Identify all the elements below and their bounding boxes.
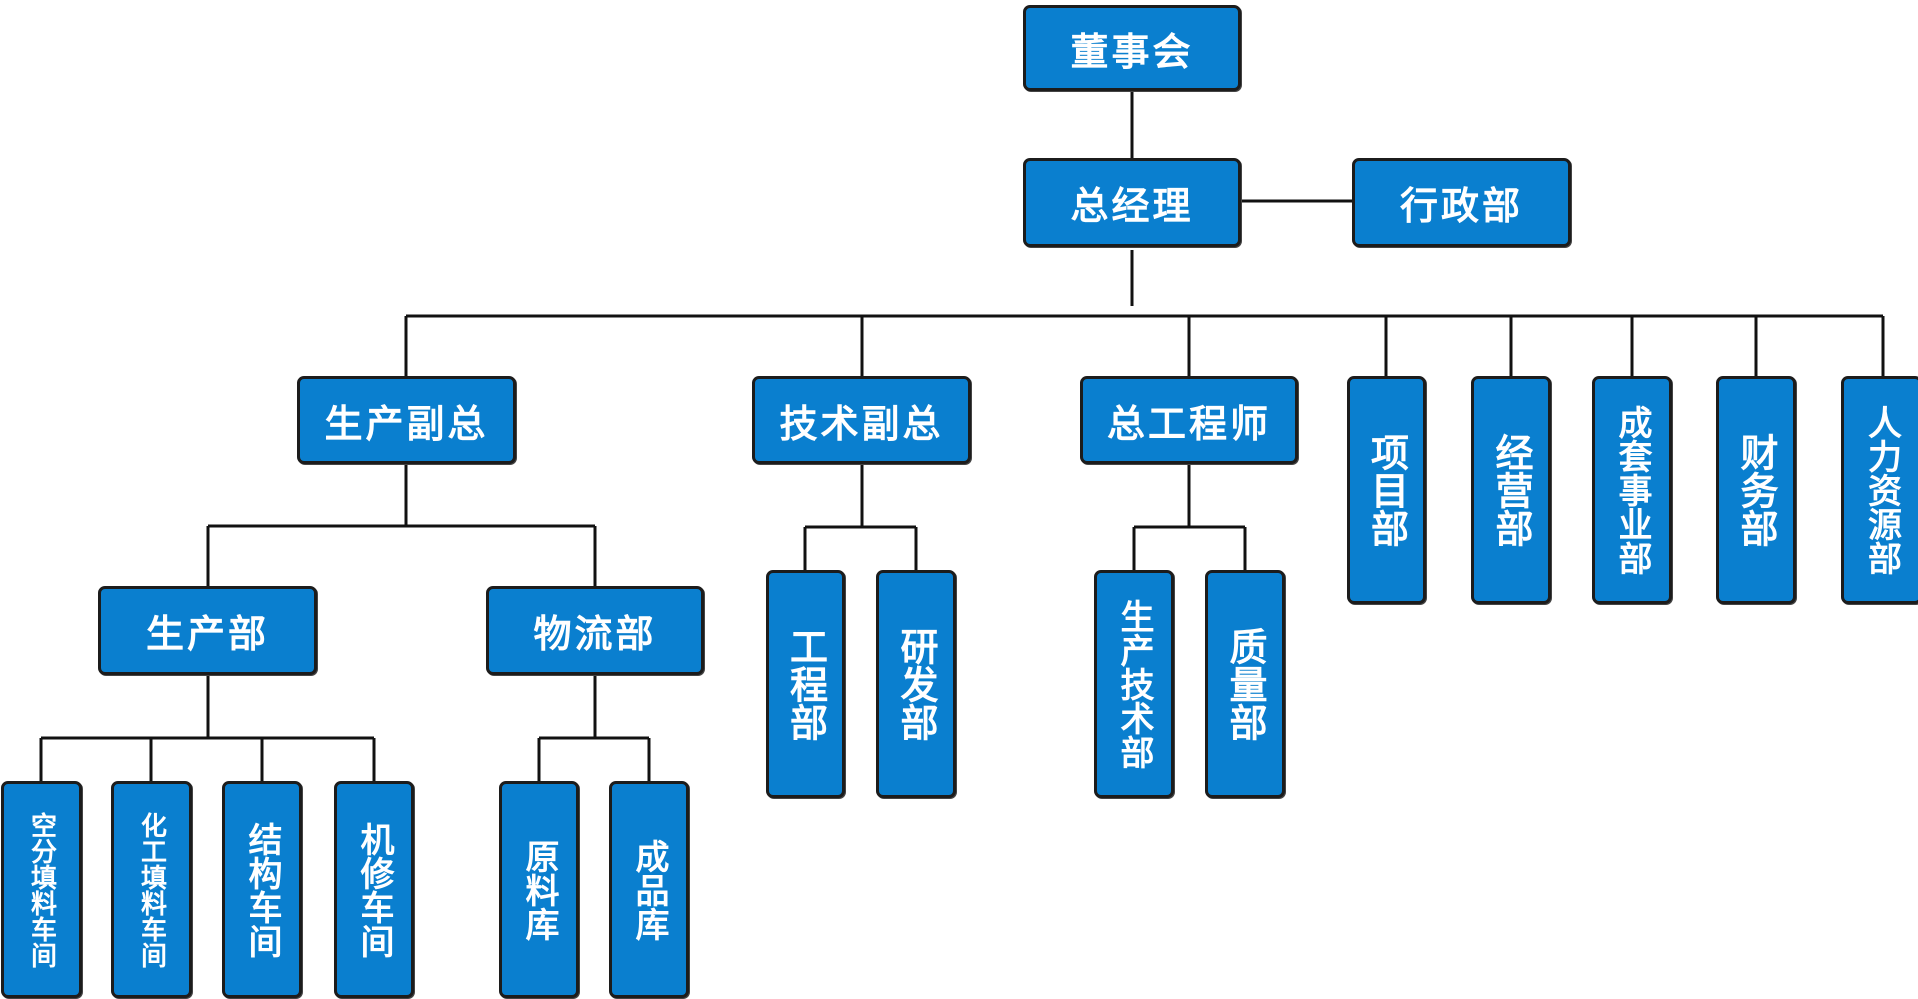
node-general-manager: 总经理 bbox=[1023, 158, 1241, 247]
node-chief-engineer: 总工程师 bbox=[1080, 376, 1298, 464]
node-logistics-dept: 物流部 bbox=[486, 586, 704, 675]
node-production-tech-dept: 生产技术部 bbox=[1094, 570, 1174, 798]
node-tech-vp: 技术副总 bbox=[752, 376, 971, 464]
node-air-separation-workshop: 空分填料车间 bbox=[1, 781, 82, 998]
node-quality-dept: 质量部 bbox=[1205, 570, 1285, 798]
node-production-vp: 生产副总 bbox=[297, 376, 516, 464]
node-raw-material-store: 原料库 bbox=[499, 781, 579, 998]
node-admin-dept: 行政部 bbox=[1352, 158, 1571, 247]
node-rnd-dept: 研发部 bbox=[876, 570, 956, 798]
node-structure-workshop: 结构车间 bbox=[222, 781, 302, 998]
node-business-dept: 经营部 bbox=[1471, 376, 1551, 604]
node-finished-goods-store: 成品库 bbox=[609, 781, 689, 998]
node-hr-dept: 人力资源部 bbox=[1841, 376, 1918, 604]
node-board: 董事会 bbox=[1023, 5, 1241, 91]
node-engineering-dept: 工程部 bbox=[766, 570, 845, 798]
node-project-dept: 项目部 bbox=[1347, 376, 1426, 604]
node-finance-dept: 财务部 bbox=[1716, 376, 1796, 604]
node-maintenance-workshop: 机修车间 bbox=[334, 781, 414, 998]
node-complete-set-dept: 成套事业部 bbox=[1592, 376, 1672, 604]
node-production-dept: 生产部 bbox=[98, 586, 317, 675]
node-chemical-workshop: 化工填料车间 bbox=[111, 781, 192, 998]
